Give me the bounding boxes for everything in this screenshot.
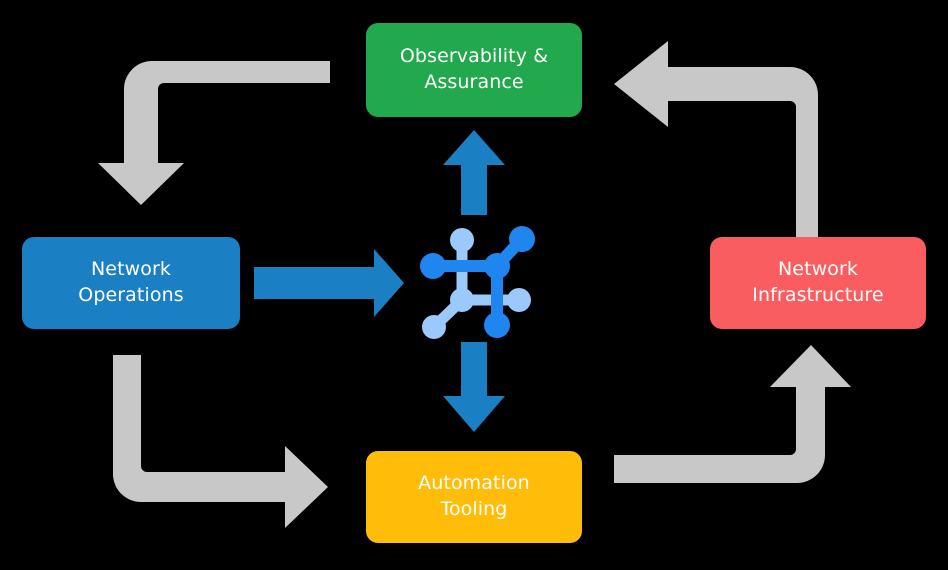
arrow-center-to-observability <box>443 130 505 215</box>
network-node <box>484 312 510 338</box>
node-label-observability-assurance: Observability & Assurance <box>399 45 549 93</box>
node-label-network-infrastructure: Network Infrastructure <box>752 258 884 306</box>
network-node <box>507 288 531 312</box>
node-box-network-infrastructure[interactable]: Network Infrastructure <box>710 237 926 329</box>
node-label-network-operations: Network Operations <box>78 258 184 306</box>
network-node <box>509 226 535 252</box>
network-node <box>484 253 510 279</box>
node-box-observability-assurance[interactable]: Observability & Assurance <box>366 23 582 117</box>
node-box-automation-tooling[interactable]: Automation Tooling <box>366 451 582 543</box>
network-node <box>450 228 474 252</box>
arrow-observability-to-operations <box>98 61 330 205</box>
network-node <box>422 315 446 339</box>
node-label-automation-tooling: Automation Tooling <box>418 472 530 520</box>
arrow-operations-to-center <box>254 249 404 317</box>
arrow-operations-to-automation <box>113 355 328 528</box>
arrow-center-to-automation <box>443 342 505 432</box>
arrow-automation-to-infrastructure <box>614 345 851 483</box>
network-node <box>420 253 446 279</box>
network-node <box>450 288 474 312</box>
node-box-network-operations[interactable]: Network Operations <box>22 237 240 329</box>
arrow-infrastructure-to-observability <box>614 41 818 237</box>
